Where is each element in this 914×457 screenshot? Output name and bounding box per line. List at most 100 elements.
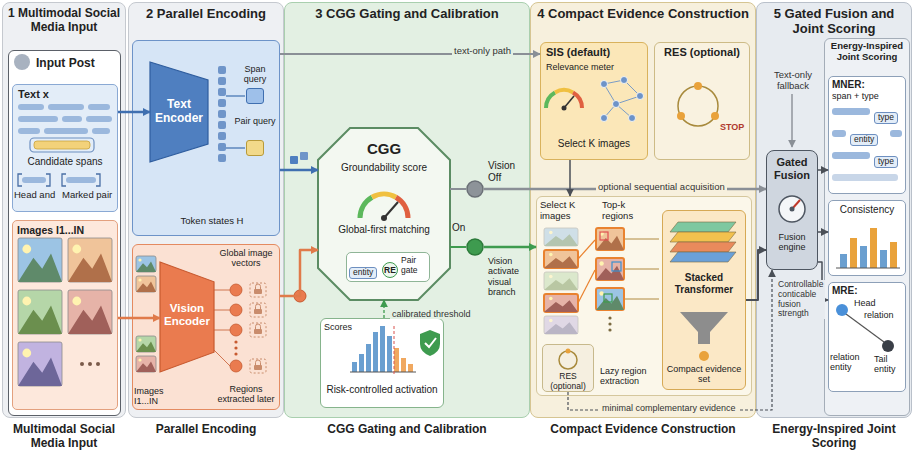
image-thumbnail — [544, 272, 578, 290]
image-thumbnail — [544, 250, 578, 268]
label-text: Fusion engine — [768, 232, 816, 253]
text-slot: Fusion engine — [768, 232, 816, 253]
deco-rect — [62, 116, 82, 122]
image-thumbnail — [18, 342, 62, 386]
label-text: Regions extracted later — [214, 384, 278, 405]
deco-rect — [401, 358, 406, 372]
gate-octagon-shape — [318, 128, 450, 300]
text-slot: 1 Multimodal Social Media Input — [6, 7, 122, 35]
heading-text: STOP — [720, 122, 748, 132]
deco-rect — [218, 132, 226, 140]
deco-rect — [890, 130, 902, 137]
note-label: Controllable conticable fusion strength — [776, 280, 825, 319]
heading-text: 5 Gated Fusion and Joint Scoring — [760, 7, 908, 37]
text-slot: span + type — [832, 91, 902, 101]
label-text: RES (optional) — [542, 372, 594, 392]
encoder-trapezoid: Text Encoder — [150, 62, 208, 162]
deco-line — [604, 84, 616, 104]
deco-dot — [601, 81, 608, 88]
photo-hill — [596, 296, 624, 310]
photo-sky — [596, 288, 624, 310]
text-slot: Select K images — [544, 138, 644, 150]
deco-path — [546, 92, 555, 108]
deco-dot — [613, 101, 620, 108]
label-text: Marked pair — [62, 190, 118, 201]
heading-text: Compact Evidence Construction — [530, 423, 756, 437]
image-thumbnail — [136, 336, 156, 352]
heading-text: 3 CGG Gating and Calibration — [288, 7, 526, 22]
text-slot: Images I1...IN — [17, 224, 113, 236]
deco-line — [214, 330, 230, 331]
scoring-group: Energy-Inspired Joint ScoringMNER:span +… — [824, 38, 910, 416]
text-slot: relation entity — [830, 352, 870, 373]
deco-dot — [779, 196, 805, 222]
deco-path — [372, 194, 396, 197]
deco-path — [670, 242, 736, 252]
photo-hill — [136, 282, 156, 292]
deco-line — [384, 202, 398, 218]
image-thumbnail — [596, 288, 624, 310]
deco-line — [625, 299, 659, 300]
deco-rect — [250, 303, 266, 317]
edge-label: text-only path — [452, 46, 513, 57]
deco-rect — [832, 152, 870, 159]
gate-octagon: CGGGroundability scoreGlobal-first match… — [318, 128, 450, 300]
deco-rect — [218, 154, 226, 162]
label-text: Pair query — [232, 116, 278, 126]
connector-arrow — [280, 169, 318, 172]
deco-path — [256, 360, 261, 365]
deco-line — [616, 104, 632, 118]
query-box: Pair query — [246, 140, 264, 156]
deco-path — [670, 222, 736, 232]
image-thumbnail — [136, 356, 156, 372]
encoder-trapezoid-shape — [150, 62, 208, 162]
note-label: Text-only fallback — [768, 70, 818, 92]
deco-rect — [600, 232, 608, 240]
connector-arrow — [280, 53, 540, 55]
label-text: span + type — [832, 91, 902, 101]
text-slot: Energy-Inspired Joint Scoring — [756, 423, 912, 451]
photo-hill — [544, 300, 578, 312]
switch-dot — [467, 239, 483, 255]
photo-sky — [544, 294, 578, 312]
text-slot: Lazy region extraction — [600, 366, 658, 387]
heading-text: Energy-Inspired Joint Scoring — [826, 41, 908, 63]
deco-line — [624, 80, 640, 96]
image-thumbnail — [136, 256, 156, 272]
image-thumbnail — [68, 290, 112, 334]
label-text: Images I1...IN — [134, 386, 174, 407]
text-slot: 2 Parallel Encoding — [132, 7, 280, 22]
deco-dot — [230, 324, 242, 336]
label-text: type — [874, 156, 898, 168]
deco-line — [578, 270, 595, 303]
text-slot: Vision activate visual branch — [488, 256, 528, 297]
deco-rect — [218, 66, 226, 74]
deco-dot — [882, 340, 894, 352]
deco-line — [226, 147, 245, 148]
label-text: entity — [850, 134, 878, 146]
photo-hill — [68, 253, 112, 282]
deco-rect — [380, 326, 385, 372]
encoder-panel: Global image vectorsImages I1...INRegion… — [132, 244, 280, 410]
photo-sky — [136, 256, 156, 272]
deco-rect — [373, 332, 378, 372]
photo-sun — [22, 349, 31, 358]
heading-text: RES (optional) — [658, 46, 746, 59]
photo-hill — [136, 262, 156, 272]
deco-dot — [230, 360, 242, 372]
switch-circle: Vision Off — [466, 180, 484, 198]
photo-sky — [18, 290, 62, 334]
connector-arrow — [568, 270, 772, 410]
label-text: Candidate spans — [16, 156, 114, 168]
deco-path — [680, 312, 728, 344]
photo-hill — [136, 362, 156, 372]
module-box: Stacked TransformerCompact evidence set — [662, 210, 746, 390]
deco-line — [564, 96, 574, 108]
label-text: Select K images — [540, 200, 600, 222]
deco-rect — [408, 364, 413, 372]
stage-panel: 1 Multimodal Social Media InputMultimoda… — [2, 2, 126, 418]
deco-rect — [870, 228, 877, 268]
deco-path — [573, 92, 582, 108]
deco-rect — [30, 138, 94, 152]
deco-rect — [604, 294, 612, 302]
